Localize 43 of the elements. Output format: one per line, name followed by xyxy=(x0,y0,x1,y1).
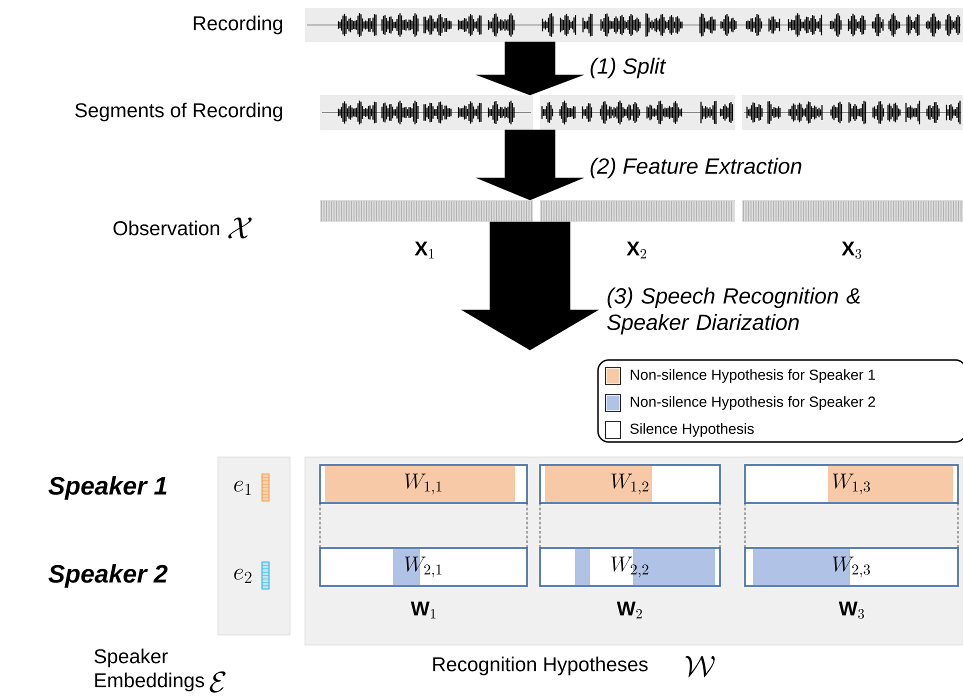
waveform-drawing xyxy=(742,95,963,130)
hypothesis-cell: $W_{2,3}$ xyxy=(744,547,959,587)
math-symbol: $\mathbf{W}_2$ xyxy=(616,602,642,618)
legend-text: Non-silence Hypothesis for Speaker 2 xyxy=(630,396,876,410)
math-symbol: $\mathbf{W}_1$ xyxy=(410,602,436,618)
caption-text: Recording xyxy=(194,16,282,34)
hypothesis-cell: $W_{1,2}$ xyxy=(539,464,721,504)
speaker-label: Speaker 1 xyxy=(48,476,166,500)
embedding-symbol: $e_2$ xyxy=(234,568,252,583)
hypothesis-cell: $W_{2,2}$ xyxy=(539,547,721,587)
math-symbol: $\mathbf{W}_3$ xyxy=(838,602,864,619)
waveform-drawing xyxy=(305,8,963,42)
caption-text: Recognition Hypotheses xyxy=(433,656,648,676)
embedding-symbol: $e_1$ xyxy=(234,480,251,495)
legend-text: Silence Hypothesis xyxy=(630,423,754,437)
dashed-line xyxy=(526,502,528,548)
row-label: Segments of Recording xyxy=(75,102,282,122)
hypothesis-cell: $W_{1,3}$ xyxy=(744,464,959,504)
caption-text: Speaker Embeddings xyxy=(94,648,204,692)
step-label: (3) Speech Recognition & Speaker Diarization xyxy=(607,288,860,334)
block-arrow xyxy=(461,222,599,350)
row-label: Observation xyxy=(114,220,220,236)
feature-matrix-bar xyxy=(742,200,963,222)
math-symbol: $\mathbf{X}_3$ xyxy=(842,242,862,259)
math-symbol: $\mathcal{W}$ xyxy=(685,656,715,678)
dashed-line xyxy=(744,502,746,548)
panel-background xyxy=(218,456,290,636)
step-label: (2) Feature Extraction xyxy=(590,158,802,178)
hypothesis-cell: $W_{2,1}$ xyxy=(319,547,528,587)
speaker-label: Speaker 2 xyxy=(48,564,168,588)
math-symbol: $\mathcal{X}$ xyxy=(228,218,252,238)
block-arrow xyxy=(476,130,584,200)
waveform-drawing xyxy=(540,95,735,130)
waveform-drawing xyxy=(320,95,533,130)
math-symbol: $\mathbf{X}_1$ xyxy=(414,242,434,258)
hypothesis-cell: $W_{1,1}$ xyxy=(319,464,528,504)
feature-matrix-bar xyxy=(320,200,533,222)
block-arrow xyxy=(476,42,584,96)
math-symbol: $\mathbf{X}_2$ xyxy=(626,242,646,258)
step-label: (1) Split xyxy=(590,58,666,78)
legend-text: Non-silence Hypothesis for Speaker 1 xyxy=(630,369,876,383)
feature-matrix-bar xyxy=(540,200,735,222)
math-symbol: $\mathcal{E}$ xyxy=(210,671,226,693)
